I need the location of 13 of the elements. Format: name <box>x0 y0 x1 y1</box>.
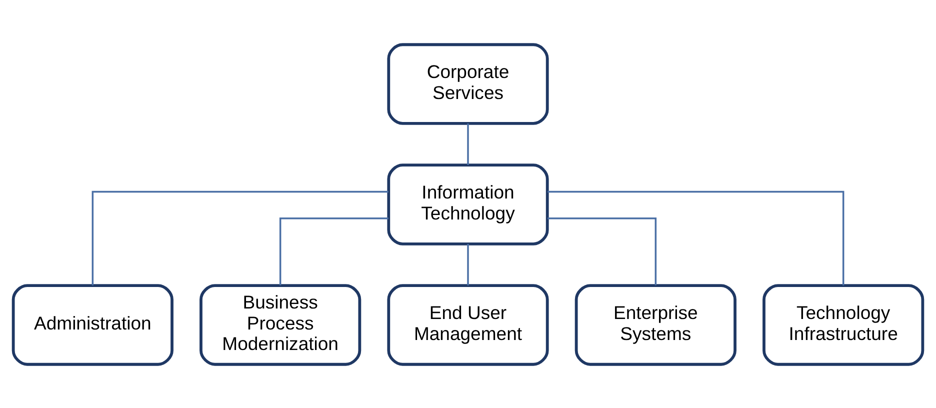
node-box: Administration <box>12 284 174 366</box>
connector <box>467 243 469 285</box>
node-box: Enterprise Systems <box>574 284 736 366</box>
node-box: End User Management <box>387 284 549 366</box>
connector <box>92 190 388 285</box>
node-box: Corporate Services <box>387 42 549 124</box>
connector <box>548 190 844 285</box>
connector <box>548 217 657 285</box>
node-box: Information Technology <box>387 163 549 245</box>
node-box: Business Process Modernization <box>200 284 362 366</box>
node-box: Technology Infrastructure <box>762 284 924 366</box>
connector <box>279 217 388 285</box>
connector <box>467 122 469 164</box>
